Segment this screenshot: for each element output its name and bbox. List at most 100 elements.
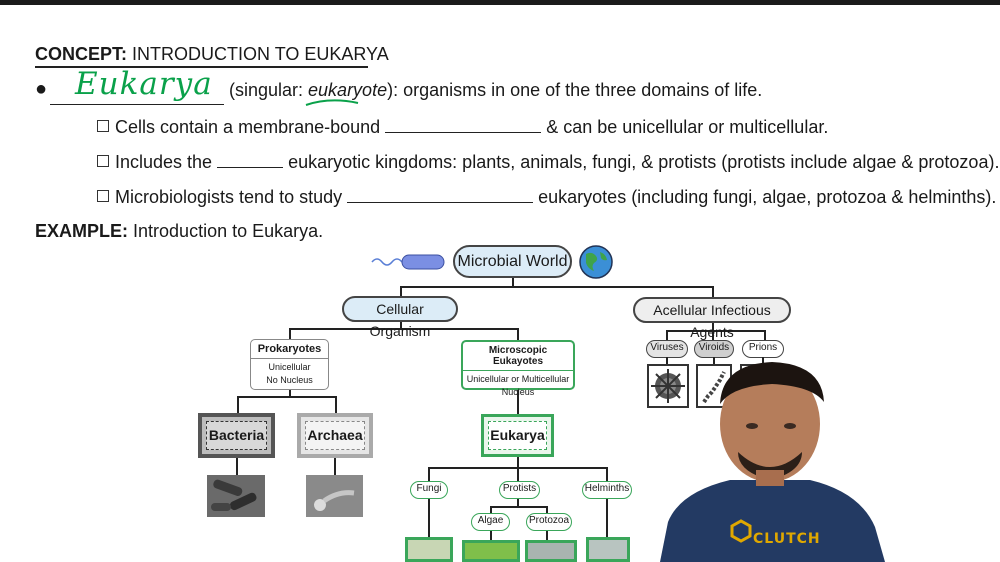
connector — [428, 499, 430, 539]
item-2-after: eukaryotic kingdoms: plants, animals, fu… — [288, 152, 1000, 172]
connector — [428, 467, 430, 481]
connector — [666, 357, 668, 365]
globe-icon — [579, 245, 613, 279]
eukarya-label: Eukarya — [488, 421, 547, 450]
connector — [289, 328, 519, 330]
concept-label: CONCEPT: — [35, 44, 128, 64]
algae-image — [462, 540, 520, 562]
archaea-image — [306, 475, 363, 517]
node-prokaryotes: Prokaryotes Unicellular No Nucleus — [250, 339, 329, 390]
bullet-dot: ● — [35, 78, 48, 100]
connector — [666, 330, 766, 332]
node-archaea: Archaea — [297, 413, 373, 458]
micro-euk-title: Microscopic Eukayotes — [488, 345, 548, 367]
blank-line-1 — [385, 116, 542, 133]
connector — [490, 531, 492, 541]
node-protists: Protists — [499, 481, 540, 499]
node-microbial-world: Microbial World — [453, 245, 572, 278]
connector — [400, 286, 402, 296]
def-prefix: (singular: — [229, 80, 309, 100]
concept-underline — [35, 66, 368, 68]
connector — [517, 499, 519, 507]
connector — [289, 389, 291, 397]
prokaryotes-line2: No Nucleus — [266, 375, 313, 385]
connector — [762, 357, 764, 365]
connector — [712, 286, 714, 298]
node-fungi: Fungi — [410, 481, 448, 499]
top-bar — [0, 0, 1000, 5]
presenter-video — [660, 362, 885, 562]
item-2-before: Includes the — [115, 152, 213, 172]
connector — [666, 330, 668, 340]
connector — [517, 467, 519, 481]
node-protozoa: Protozoa — [526, 513, 572, 531]
connector — [606, 467, 608, 481]
helminths-image — [586, 537, 630, 562]
connector — [490, 506, 492, 514]
checkbox-icon — [97, 155, 109, 167]
connector — [490, 506, 548, 508]
blank-line-2 — [217, 151, 284, 168]
example-label: EXAMPLE: — [35, 221, 129, 241]
def-term: eukaryote — [308, 80, 388, 100]
connector — [512, 277, 514, 287]
virus-image — [647, 364, 689, 408]
connector — [236, 457, 238, 475]
connector — [400, 321, 402, 329]
bacterium-icon — [371, 254, 445, 270]
connector — [517, 456, 519, 468]
bacteria-label: Bacteria — [206, 421, 267, 450]
list-item-1: Cells contain a membrane-bound & can be … — [97, 116, 828, 138]
bacteria-image — [207, 475, 265, 517]
connector — [517, 389, 519, 415]
bullet-definition: (singular: eukaryote): organisms in one … — [229, 80, 762, 101]
def-suffix: ): organisms in one of the three domains… — [387, 80, 763, 100]
node-eukarya: Eukarya — [481, 414, 554, 457]
connector — [712, 330, 714, 340]
concept-title: INTRODUCTION TO EUKARYA — [132, 44, 389, 64]
node-helminths: Helminths — [582, 481, 632, 499]
checkbox-icon — [97, 120, 109, 132]
micro-euk-line1: Unicellular or Multicellular — [466, 374, 570, 384]
blank-line-0 — [50, 104, 224, 106]
micro-euk-line2: Nucleus — [501, 387, 535, 397]
connector — [546, 506, 548, 514]
node-acellular-agents: Acellular Infectious Agents — [633, 297, 791, 340]
clutch-logo-icon — [730, 519, 752, 543]
concept-heading: CONCEPT: INTRODUCTION TO EUKARYA — [35, 44, 389, 65]
handwritten-answer: Eukarya — [75, 66, 213, 102]
node-bacteria: Bacteria — [198, 413, 275, 458]
node-algae: Algae — [471, 513, 510, 531]
connector — [517, 328, 519, 340]
handwritten-underline — [305, 99, 359, 106]
connector — [546, 531, 548, 541]
example-heading: EXAMPLE: Introduction to Eukarya. — [35, 221, 323, 242]
connector — [712, 321, 714, 331]
connector — [400, 286, 714, 288]
connector — [606, 499, 608, 539]
item-3-after: eukaryotes (including fungi, algae, prot… — [538, 187, 997, 207]
list-item-2: Includes the eukaryotic kingdoms: plants… — [97, 151, 999, 173]
connector — [764, 330, 766, 340]
item-3-before: Microbiologists tend to study — [115, 187, 343, 207]
protozoa-image — [525, 540, 577, 562]
list-item-3: Microbiologists tend to study eukaryotes… — [97, 186, 996, 208]
connector — [335, 396, 337, 414]
archaea-label: Archaea — [305, 421, 365, 450]
connector — [289, 328, 291, 340]
item-1-after: & can be unicellular or multicellular. — [546, 117, 829, 137]
connector — [334, 457, 336, 475]
prokaryotes-line1: Unicellular — [268, 362, 311, 372]
fungi-image — [405, 537, 453, 562]
connector — [237, 396, 239, 414]
shirt-logo-text: CLUTCH — [753, 531, 821, 547]
prokaryotes-title: Prokaryotes — [257, 343, 322, 355]
item-1-before: Cells contain a membrane-bound — [115, 117, 381, 137]
node-microscopic-eukaryotes: Microscopic Eukayotes Unicellular or Mul… — [461, 340, 575, 397]
connector — [237, 396, 337, 398]
checkbox-icon — [97, 190, 109, 202]
node-cellular-organism: Cellular Organism — [342, 296, 458, 339]
connector — [713, 357, 715, 365]
example-text: Introduction to Eukarya. — [133, 221, 324, 241]
blank-line-3 — [347, 186, 534, 203]
